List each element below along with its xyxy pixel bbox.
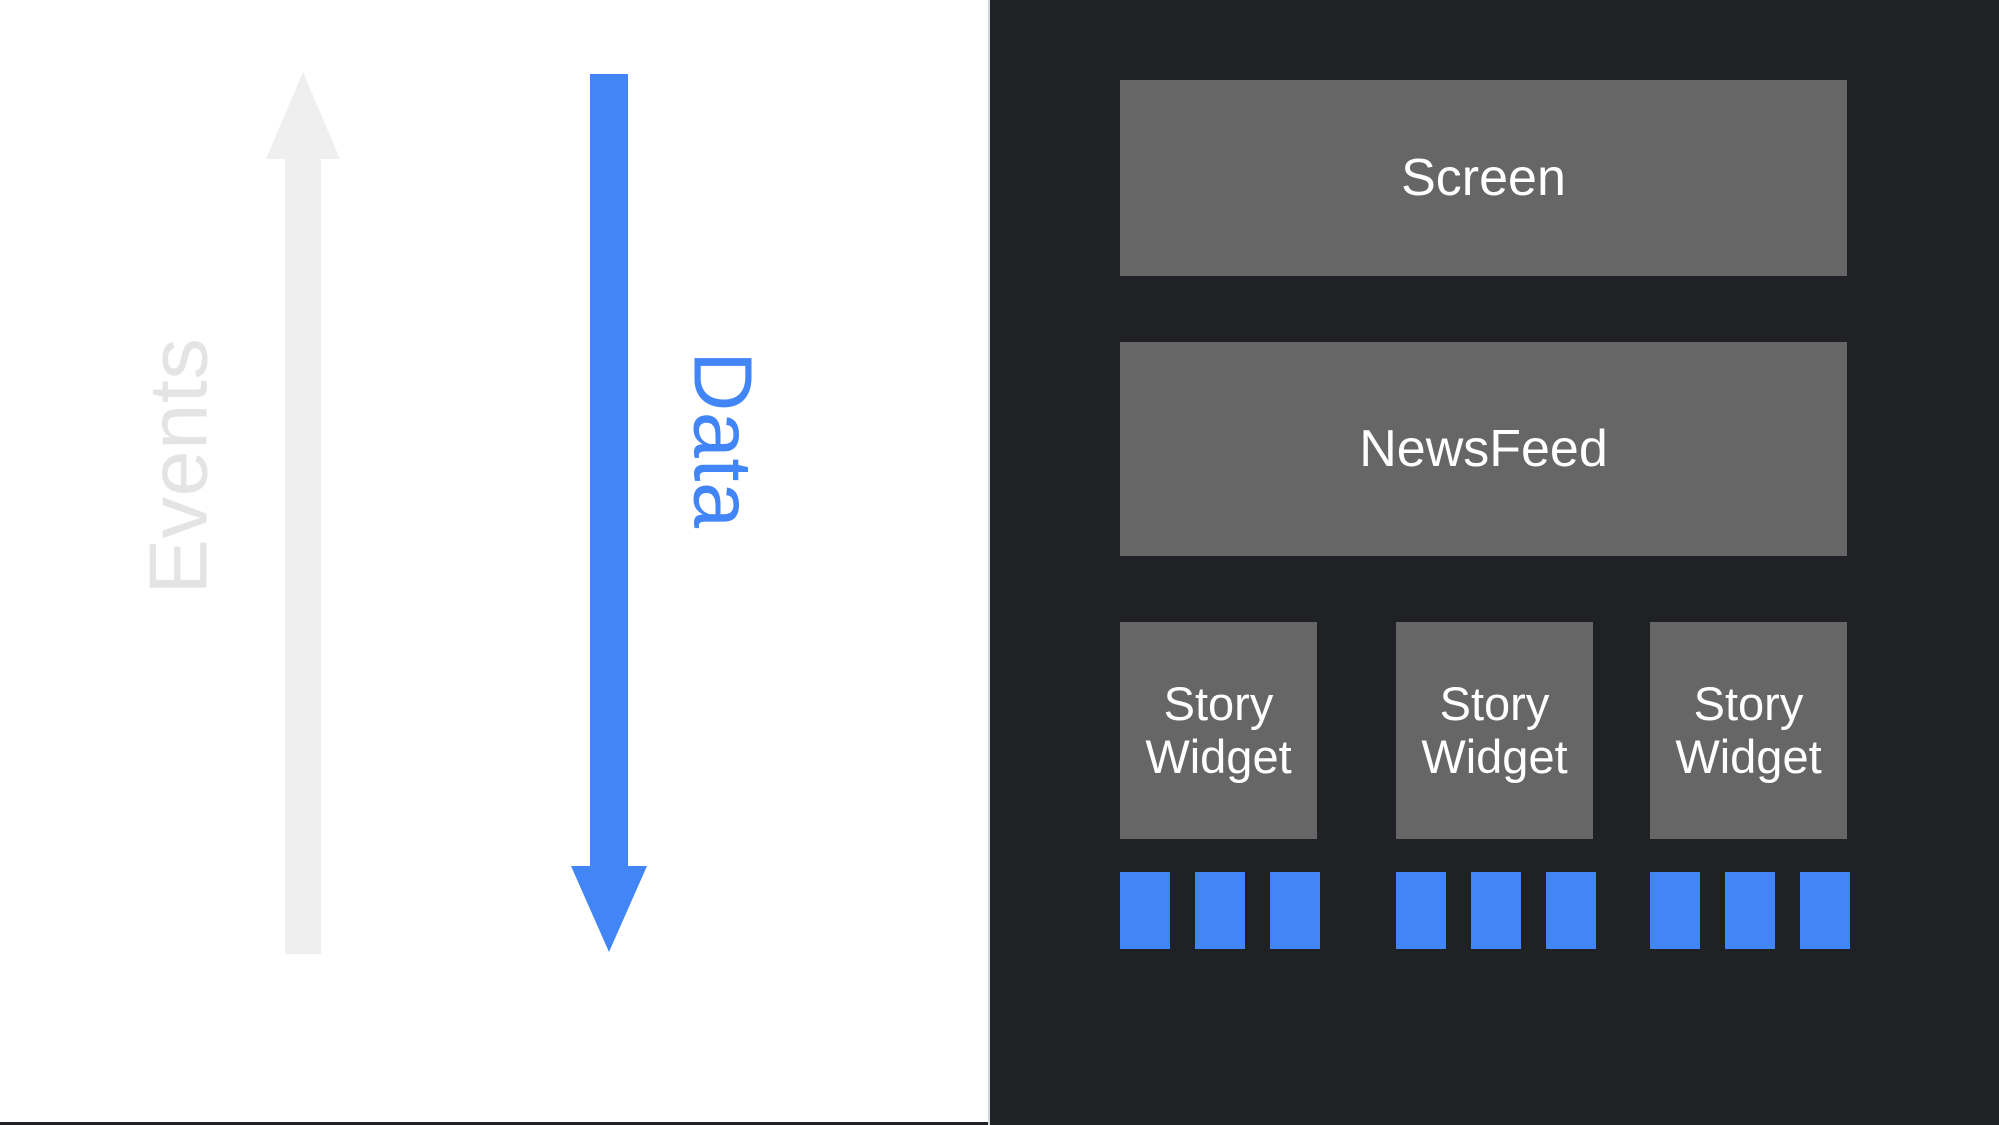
- events-flow-label: Events: [131, 337, 225, 595]
- arrow-down-icon: [564, 74, 654, 952]
- chip[interactable]: [1270, 872, 1320, 949]
- node-story-widget[interactable]: Story Widget: [1650, 622, 1847, 839]
- chip[interactable]: [1396, 872, 1446, 949]
- arrow-up-icon: [258, 72, 348, 954]
- node-newsfeed-label: NewsFeed: [1359, 419, 1608, 478]
- chip[interactable]: [1471, 872, 1521, 949]
- chip-group: [1120, 872, 1320, 949]
- flow-legend-panel: Events Data: [0, 0, 990, 1125]
- chip[interactable]: [1195, 872, 1245, 949]
- node-screen-label: Screen: [1401, 148, 1566, 207]
- story-widget-line-1: Story: [1693, 676, 1804, 730]
- story-widget-line-2: Widget: [1145, 729, 1292, 783]
- story-widget-line-1: Story: [1439, 676, 1550, 730]
- chip[interactable]: [1650, 872, 1700, 949]
- node-screen[interactable]: Screen: [1120, 80, 1847, 276]
- chip-group: [1650, 872, 1850, 949]
- bottom-divider: [0, 1122, 990, 1125]
- data-flow-label: Data: [676, 351, 770, 529]
- story-widget-line-2: Widget: [1675, 729, 1822, 783]
- chip[interactable]: [1120, 872, 1170, 949]
- widget-tree-panel: Screen NewsFeed Story Widget Story Widge…: [990, 0, 1999, 1125]
- story-widget-line-2: Widget: [1421, 729, 1568, 783]
- node-story-widget[interactable]: Story Widget: [1120, 622, 1317, 839]
- chip-group: [1396, 872, 1596, 949]
- story-widget-line-1: Story: [1163, 676, 1274, 730]
- panel-divider: [988, 0, 990, 1125]
- node-story-widget-label: Story Widget: [1145, 676, 1292, 783]
- chip[interactable]: [1725, 872, 1775, 949]
- chip[interactable]: [1800, 872, 1850, 949]
- chip[interactable]: [1546, 872, 1596, 949]
- node-story-widget[interactable]: Story Widget: [1396, 622, 1593, 839]
- node-story-widget-label: Story Widget: [1675, 676, 1822, 783]
- node-newsfeed[interactable]: NewsFeed: [1120, 342, 1847, 556]
- node-story-widget-label: Story Widget: [1421, 676, 1568, 783]
